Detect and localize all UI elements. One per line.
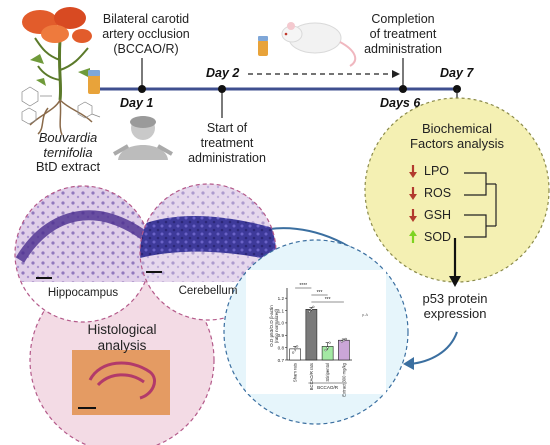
cerebellum-label: Cerebellum bbox=[178, 285, 238, 297]
y-tick-label: 1.1 bbox=[278, 308, 285, 313]
category-label: Stiripentol bbox=[325, 363, 330, 382]
category-label: Sham rats bbox=[293, 363, 298, 382]
y-tick-label: 1.0 bbox=[278, 321, 285, 326]
y-tick-label: 0.9 bbox=[278, 333, 285, 338]
significance-label: *** bbox=[325, 297, 331, 303]
procedure-line3: (BCCAO/R) bbox=[113, 42, 179, 56]
plant-name-line2: ternifolia bbox=[43, 145, 93, 160]
completion-line3: administration bbox=[364, 42, 442, 56]
extract-label: BtD extract bbox=[35, 159, 101, 174]
data-point bbox=[344, 337, 347, 341]
y-axis-sublabel: (ratio normalized) bbox=[274, 308, 279, 343]
data-point bbox=[294, 347, 297, 350]
data-point bbox=[312, 305, 315, 308]
plant-illustration bbox=[21, 7, 101, 136]
histology-title: Histological analysis bbox=[62, 322, 182, 354]
data-point bbox=[342, 339, 345, 342]
data-point bbox=[340, 340, 343, 343]
significance-label: **** bbox=[299, 283, 307, 289]
down-arrowhead-icon bbox=[409, 194, 417, 200]
start-line3: administration bbox=[188, 151, 266, 165]
p53-bar-chart: 0.7 0.8 0.9 1.0 1.1 1.2O.D p53/O.D β-actin(ra… bbox=[269, 283, 368, 397]
rat-illustration bbox=[258, 22, 357, 67]
data-point bbox=[324, 349, 327, 352]
p53-label: p53 protein expression bbox=[405, 291, 505, 321]
up-arrowhead-icon bbox=[409, 230, 417, 236]
marker-sod: SOD bbox=[424, 230, 452, 244]
marker-brackets bbox=[464, 172, 497, 238]
corner-note: p.A bbox=[362, 312, 368, 317]
hippocampus-label: Hippocampus bbox=[47, 287, 119, 299]
completion-line1: Completion bbox=[371, 12, 435, 26]
procedure-line1: Bilateral carotid bbox=[102, 12, 190, 26]
histology-title-line2: analysis bbox=[97, 338, 147, 353]
marker-lpo: LPO bbox=[424, 164, 450, 178]
y-axis-label: O.D p53/O.D β-actin bbox=[269, 305, 274, 347]
day-7-label: Day 7 bbox=[440, 66, 474, 80]
completion-line2: of treatment bbox=[369, 27, 437, 41]
category-label: BCCAO/R rats bbox=[309, 363, 314, 390]
completion-label: Completion of treatment administration bbox=[348, 12, 458, 57]
data-point bbox=[308, 310, 311, 313]
biochem-title-line2: Factors analysis bbox=[410, 136, 504, 151]
bar bbox=[305, 309, 318, 361]
procedure-label: Bilateral carotid artery occlusion (BCCA… bbox=[86, 12, 206, 57]
start-label: Start of treatment administration bbox=[182, 121, 272, 166]
start-line1: Start of bbox=[206, 121, 248, 135]
biochem-title: Biochemical Factors analysis bbox=[402, 121, 512, 151]
day-6-label: Days 6 bbox=[380, 96, 421, 110]
marker-gsh: GSH bbox=[424, 208, 452, 222]
marker-arrows bbox=[409, 165, 417, 243]
y-tick-label: 1.2 bbox=[278, 296, 285, 301]
start-line2: treatment bbox=[200, 136, 254, 150]
marker-ros: ROS bbox=[424, 186, 452, 200]
data-point bbox=[328, 341, 331, 344]
down-arrowhead-icon bbox=[409, 216, 417, 222]
data-point bbox=[326, 346, 329, 349]
data-point bbox=[296, 345, 299, 348]
significance-label: *** bbox=[317, 290, 323, 296]
day-2-label: Day 2 bbox=[206, 66, 240, 80]
biochem-title-line1: Biochemical bbox=[421, 121, 493, 136]
timeline bbox=[100, 58, 461, 128]
plant-name: Bouvardia ternifolia bbox=[28, 130, 108, 160]
down-arrowhead-icon bbox=[409, 172, 417, 178]
data-point bbox=[292, 351, 295, 354]
plant-name-line1: Bouvardia bbox=[38, 130, 98, 145]
y-tick-label: 0.7 bbox=[278, 358, 285, 363]
category-label: Extract 300 mg/kg bbox=[341, 362, 346, 396]
day-1-label: Day 1 bbox=[120, 96, 154, 110]
p53-line1: p53 protein bbox=[422, 291, 488, 306]
p53-line2: expression bbox=[423, 306, 487, 321]
group-label: BCCAO/R bbox=[317, 385, 339, 390]
procedure-line2: artery occlusion bbox=[102, 27, 190, 41]
bar bbox=[338, 339, 350, 361]
y-tick-label: 0.8 bbox=[278, 345, 285, 350]
surgeon-illustration bbox=[113, 116, 173, 160]
data-point bbox=[310, 308, 313, 311]
histology-title-line1: Histological bbox=[87, 322, 157, 337]
